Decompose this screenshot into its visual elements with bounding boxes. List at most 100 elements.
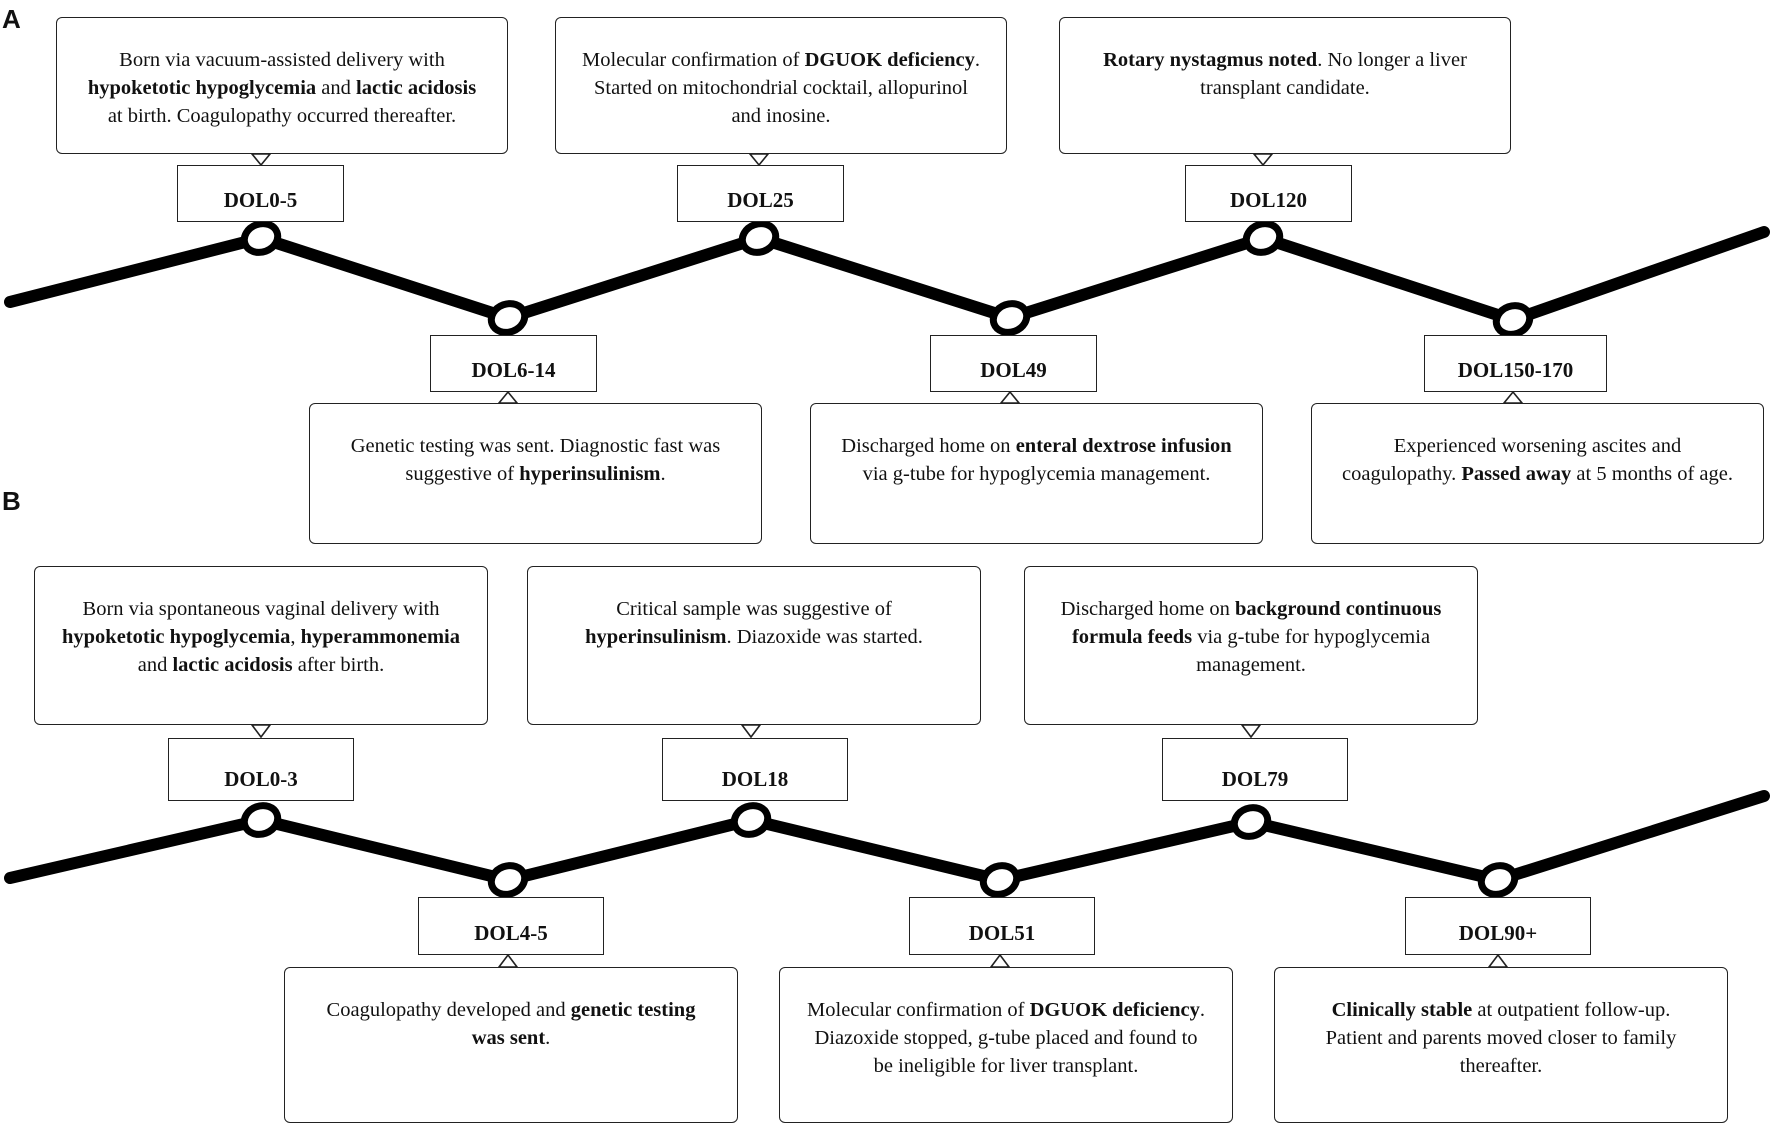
event-box-b-dol51: Molecular confirmation of DGUOK deficien…: [779, 967, 1233, 1123]
event-description: Discharged home on background continuous…: [1051, 595, 1451, 679]
event-description: Discharged home on enteral dextrose infu…: [837, 432, 1236, 488]
event-text: via g-tube for hypoglycemia management.: [862, 463, 1211, 485]
timeline-node: [730, 802, 772, 838]
timepoint-tag-b-dol51: DOL51: [909, 897, 1095, 955]
event-box-b-dol0-3: Born via spontaneous vaginal delivery wi…: [34, 566, 488, 725]
timeline-node: [1492, 302, 1534, 338]
timepoint-tag-b-dol0-3: DOL0-3: [168, 738, 354, 801]
pointer-triangle: [250, 153, 272, 167]
timepoint-tag-b-dol90-plus: DOL90+: [1405, 897, 1591, 955]
event-text: Molecular confirmation of: [807, 999, 1030, 1021]
event-description: Experienced worsening ascites and coagul…: [1338, 432, 1737, 488]
event-text-bold: hyperinsulinism: [519, 463, 661, 485]
timeline-node: [240, 802, 282, 838]
event-description: Rotary nystagmus noted. No longer a live…: [1086, 46, 1484, 102]
event-text: . Started on mitochondrial cocktail, all…: [593, 49, 980, 127]
event-box-a-dol49: Discharged home on enteral dextrose infu…: [810, 403, 1263, 544]
event-box-b-dol18: Critical sample was suggestive of hyperi…: [527, 566, 981, 725]
pointer-triangle: [1240, 724, 1262, 739]
panel-label-b: B: [2, 486, 21, 516]
event-text-bold: genetic testing was sent: [471, 999, 696, 1049]
event-text: Experienced worsening ascites and coagul…: [1342, 435, 1682, 485]
pointer-triangle: [1502, 390, 1524, 404]
event-box-a-dol150-170: Experienced worsening ascites and coagul…: [1311, 403, 1764, 544]
panel-label-a: A: [2, 4, 21, 34]
event-description: Critical sample was suggestive of hyperi…: [554, 595, 954, 651]
event-text-bold: enteral dextrose infusion: [1015, 435, 1232, 457]
timepoint-tag-a-dol0-5: DOL0-5: [177, 165, 344, 222]
event-box-a-dol6-14: Genetic testing was sent. Diagnostic fas…: [309, 403, 762, 544]
event-text-bold: DGUOK deficiency: [804, 49, 975, 71]
event-description: Clinically stable at outpatient follow-u…: [1301, 996, 1701, 1080]
event-text: . No longer a liver transplant candidate…: [1200, 49, 1467, 99]
event-text: . Diazoxide stopped, g-tube placed and f…: [814, 999, 1205, 1077]
timeline-line-a: [4, 226, 1770, 326]
timeline-node: [1230, 804, 1272, 840]
event-text: Molecular confirmation of: [582, 49, 805, 71]
event-text: Born via spontaneous vaginal delivery wi…: [82, 598, 440, 620]
event-description: Molecular confirmation of DGUOK deficien…: [582, 46, 980, 130]
pointer-triangle: [989, 953, 1011, 968]
event-text: .: [545, 1027, 551, 1049]
event-box-a-dol25: Molecular confirmation of DGUOK deficien…: [555, 17, 1007, 154]
timeline-node: [738, 220, 780, 256]
event-text: ,: [290, 626, 301, 648]
event-text-bold: Rotary nystagmus noted: [1103, 49, 1318, 71]
pointer-triangle: [740, 724, 762, 739]
timeline-node: [989, 300, 1031, 336]
event-text-bold: hyperammonemia: [300, 626, 461, 648]
timeline-node: [487, 862, 529, 898]
event-text: Critical sample was suggestive of: [616, 598, 892, 620]
event-description: Born via vacuum-assisted delivery with h…: [83, 46, 481, 130]
pointer-triangle: [497, 390, 519, 404]
pointer-triangle: [497, 953, 519, 968]
event-description: Born via spontaneous vaginal delivery wi…: [61, 595, 461, 679]
event-text-bold: hyperinsulinism: [585, 626, 727, 648]
pointer-triangle: [748, 153, 770, 167]
event-text-bold: hypoketotic hypoglycemia: [61, 626, 291, 648]
timepoint-tag-a-dol49: DOL49: [930, 335, 1097, 392]
event-text: Born via vacuum-assisted delivery with: [119, 49, 445, 71]
event-description: Coagulopathy developed and genetic testi…: [311, 996, 711, 1052]
event-box-b-dol90-plus: Clinically stable at outpatient follow-u…: [1274, 967, 1728, 1123]
timeline-node: [487, 300, 529, 336]
event-text: and: [137, 654, 173, 676]
timeline-node: [1477, 862, 1519, 898]
event-description: Molecular confirmation of DGUOK deficien…: [806, 996, 1206, 1080]
event-box-b-dol79: Discharged home on background continuous…: [1024, 566, 1478, 725]
timepoint-tag-b-dol4-5: DOL4-5: [418, 897, 604, 955]
timeline-node: [979, 862, 1021, 898]
event-text: Discharged home on: [1060, 598, 1235, 620]
event-text: after birth.: [292, 654, 385, 676]
event-text: and: [316, 77, 357, 99]
event-text-bold: lactic acidosis: [172, 654, 293, 676]
event-text: Discharged home on: [841, 435, 1016, 457]
event-text-bold: Clinically stable: [1331, 999, 1473, 1021]
event-text: . Diazoxide was started.: [726, 626, 923, 648]
event-text: .: [660, 463, 666, 485]
timeline-node: [240, 220, 282, 256]
pointer-triangle: [999, 390, 1021, 404]
event-text-bold: hypoketotic hypoglycemia: [87, 77, 317, 99]
event-box-a-dol120: Rotary nystagmus noted. No longer a live…: [1059, 17, 1511, 154]
event-text: at 5 months of age.: [1571, 463, 1733, 485]
event-text: via g-tube for hypoglycemia management.: [1192, 626, 1431, 676]
pointer-triangle: [1252, 153, 1274, 167]
timepoint-tag-a-dol120: DOL120: [1185, 165, 1352, 222]
event-box-b-dol4-5: Coagulopathy developed and genetic testi…: [284, 967, 738, 1123]
timeline-line-b: [4, 790, 1770, 886]
pointer-triangle: [1487, 953, 1509, 968]
pointer-triangle: [250, 724, 272, 739]
event-text-bold: DGUOK deficiency: [1029, 999, 1200, 1021]
event-text: Genetic testing was sent. Diagnostic fas…: [350, 435, 721, 485]
timepoint-tag-a-dol25: DOL25: [677, 165, 844, 222]
event-text-bold: Passed away: [1461, 463, 1572, 485]
event-text-bold: lactic acidosis: [356, 77, 477, 99]
timepoint-tag-b-dol79: DOL79: [1162, 738, 1348, 801]
event-box-a-dol0-5: Born via vacuum-assisted delivery with h…: [56, 17, 508, 154]
event-text: at outpatient follow-up. Patient and par…: [1325, 999, 1677, 1077]
event-text-bold: background continuous formula feeds: [1071, 598, 1442, 648]
timeline-node: [1242, 220, 1284, 256]
timepoint-tag-a-dol150-170: DOL150-170: [1424, 335, 1607, 392]
